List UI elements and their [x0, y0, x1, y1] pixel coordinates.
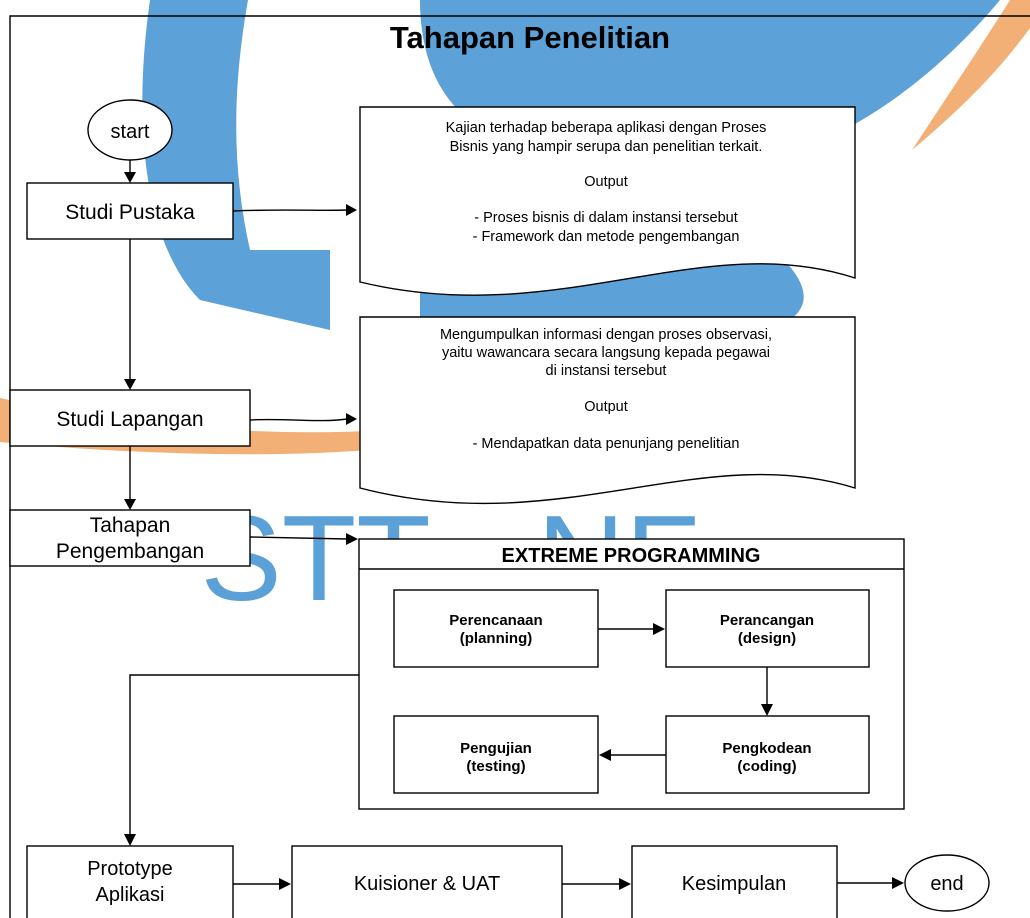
- tahapan-pengembangan-label-line1: Tahapan: [90, 514, 171, 537]
- arrowhead: [124, 172, 136, 183]
- arrow-xp-to-prototype: [129, 674, 359, 836]
- pustaka-doc-line-2: Bisnis yang hampir serupa dan penelitian…: [450, 139, 763, 155]
- xp-pengujian-line1: Pengujian: [460, 740, 532, 757]
- xp-perencanaan-line2: (planning): [460, 630, 532, 647]
- xp-perancangan-node: [665, 589, 870, 668]
- pustaka-doc-output-label: Output: [584, 174, 628, 190]
- lapangan-document-text: Mengumpulkan informasi dengan proses obs…: [440, 327, 772, 452]
- pustaka-document-shape: [359, 106, 856, 296]
- xp-pengujian-line2: (testing): [466, 758, 525, 775]
- kesimpulan-node: [631, 845, 838, 918]
- xp-pengkodean-line2: (coding): [737, 758, 796, 775]
- page-frame: [9, 15, 1030, 918]
- lapangan-doc-line-2: yaitu wawancara secara langsung kepada p…: [442, 345, 770, 361]
- kuisioner-label: Kuisioner & UAT: [354, 873, 500, 895]
- arrowhead: [124, 499, 136, 510]
- watermark-orange-swoosh-right: [912, 0, 1030, 150]
- xp-pengkodean-node: [665, 715, 870, 794]
- studi-lapangan-label: Studi Lapangan: [56, 408, 203, 431]
- xp-pengujian-node: [393, 715, 599, 794]
- arrowhead: [346, 204, 357, 216]
- pustaka-doc-line-1: Kajian terhadap beberapa aplikasi dengan…: [446, 120, 767, 136]
- arrowhead: [892, 877, 904, 889]
- xp-perencanaan-line1: Perencanaan: [449, 612, 542, 629]
- end-label: end: [930, 873, 963, 895]
- arrowhead: [279, 878, 291, 890]
- lapangan-doc-line-4: - Mendapatkan data penunjang penelitian: [473, 436, 740, 452]
- xp-perancangan-line2: (design): [738, 630, 796, 647]
- start-label: start: [111, 121, 150, 143]
- end-node: [904, 854, 990, 912]
- studi-pustaka-label: Studi Pustaka: [65, 201, 195, 224]
- tahapan-pengembangan-label-line2: Pengembangan: [56, 540, 204, 563]
- studi-lapangan-node: [9, 389, 251, 447]
- arrow-tahapan-to-xp: [249, 536, 348, 540]
- arrowhead: [124, 379, 136, 390]
- xp-perancangan-line1: Perancangan: [720, 612, 814, 629]
- xp-pengkodean-line1: Pengkodean: [722, 740, 811, 757]
- arrowhead: [761, 704, 773, 716]
- arrow-pustaka-to-document: [232, 209, 348, 212]
- pustaka-document-text: Kajian terhadap beberapa aplikasi dengan…: [446, 120, 767, 245]
- kuisioner-node: [291, 845, 563, 918]
- arrowhead: [124, 834, 136, 846]
- arrowhead: [599, 749, 611, 761]
- arrowhead: [653, 623, 665, 635]
- prototype-label-line1: Prototype: [87, 858, 173, 880]
- prototype-node: [26, 845, 234, 918]
- pustaka-doc-line-4: - Proses bisnis di dalam instansi terseb…: [474, 210, 738, 226]
- xp-perencanaan-node: [393, 589, 599, 668]
- kesimpulan-label: Kesimpulan: [682, 873, 787, 895]
- lapangan-doc-line-1: Mengumpulkan informasi dengan proses obs…: [440, 327, 772, 343]
- connectors: [124, 160, 904, 890]
- lapangan-doc-line-3: di instansi tersebut: [546, 363, 667, 379]
- diagram-title: Tahapan Penelitian: [390, 20, 670, 55]
- pustaka-doc-line-5: - Framework dan metode pengembangan: [473, 229, 740, 245]
- arrowhead: [346, 533, 358, 545]
- watermark-blue-shape-left: [142, 0, 330, 330]
- studi-pustaka-node: [26, 182, 234, 240]
- arrowhead: [619, 878, 631, 890]
- arrow-lapangan-to-document: [249, 418, 348, 422]
- xp-title: EXTREME PROGRAMMING: [502, 545, 761, 567]
- prototype-label-line2: Aplikasi: [96, 884, 165, 906]
- lapangan-doc-output-label: Output: [584, 399, 628, 415]
- tahapan-pengembangan-node: [9, 509, 251, 567]
- arrowhead: [346, 413, 357, 425]
- lapangan-document-shape: [359, 316, 856, 505]
